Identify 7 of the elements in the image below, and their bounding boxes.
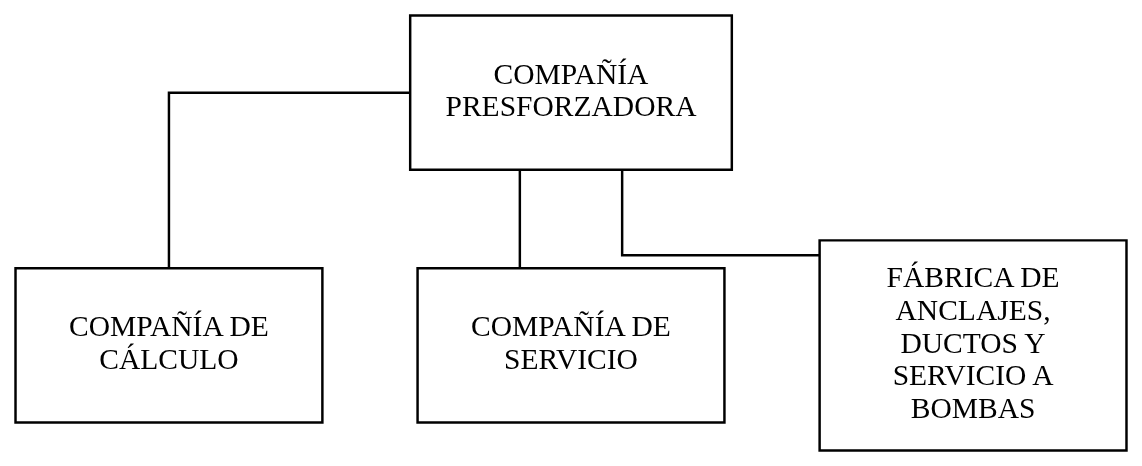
connector <box>167 91 410 269</box>
node-box: COMPAÑÍA DE SERVICIO <box>416 267 726 424</box>
node-box: COMPAÑÍA DE CÁLCULO <box>14 267 324 424</box>
connector <box>518 169 522 269</box>
connector <box>620 170 820 257</box>
node-box: COMPAÑÍA PRESFORZADORA <box>408 14 734 172</box>
node-box: FÁBRICA DE ANCLAJES, DUCTOS Y SERVICIO A BOMBAS <box>818 239 1128 452</box>
